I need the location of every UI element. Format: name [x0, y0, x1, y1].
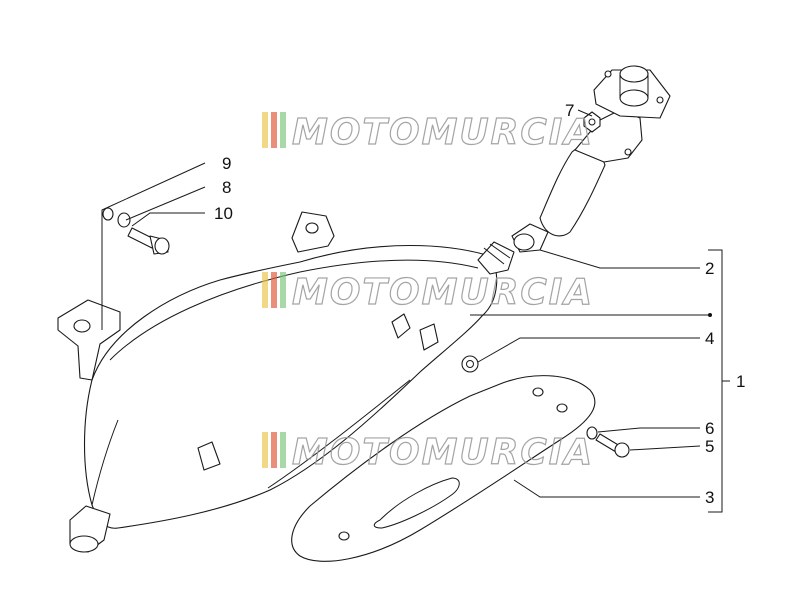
callout-10: 10 [214, 204, 233, 223]
watermark-bar [271, 432, 277, 468]
clip-icon [197, 441, 221, 471]
callout-4: 4 [705, 329, 714, 348]
watermark: MOTOMURCIA [262, 111, 594, 154]
callout-3: 3 [705, 488, 714, 507]
callout-labels: 1 2 3 4 5 6 7 8 9 10 [214, 101, 745, 507]
watermark-logo: MOTOMURCIA [292, 272, 594, 313]
watermark-logo: MOTOMURCIA [292, 112, 594, 153]
nut-icon [583, 111, 601, 133]
watermark-bar [271, 272, 277, 308]
small-parts [102, 111, 630, 471]
watermark-bar [262, 272, 268, 308]
washer-icon [102, 207, 114, 221]
callout-8: 8 [222, 178, 231, 197]
watermark: MOTOMURCIA [262, 431, 594, 474]
leader-dot [708, 313, 712, 317]
watermark-bar [271, 112, 277, 148]
washer-icon [586, 426, 598, 440]
exhaust-pipe [511, 65, 671, 253]
watermark-bar [262, 432, 268, 468]
callout-7: 7 [565, 101, 574, 120]
watermark-logo: MOTOMURCIA [292, 432, 594, 473]
leader-lines [101, 109, 730, 513]
muffler-body [57, 211, 515, 553]
callout-2: 2 [705, 259, 714, 278]
watermark-bar [262, 112, 268, 148]
clip-icon [419, 323, 439, 351]
watermark-bar [280, 432, 286, 468]
bolt-icon [127, 227, 157, 249]
callout-9: 9 [222, 154, 231, 173]
watermark-group: MOTOMURCIA MOTOMURCIA MOTOMURCIA [262, 111, 594, 474]
washer-icon [117, 212, 131, 228]
callout-5: 5 [705, 437, 714, 456]
washer-icon [461, 355, 479, 373]
heat-shield [291, 375, 596, 562]
callout-6: 6 [705, 419, 714, 438]
watermark: MOTOMURCIA [262, 271, 594, 314]
callout-1: 1 [736, 372, 745, 391]
watermark-bar [280, 112, 286, 148]
watermark-bar [280, 272, 286, 308]
clip-icon [391, 313, 411, 339]
